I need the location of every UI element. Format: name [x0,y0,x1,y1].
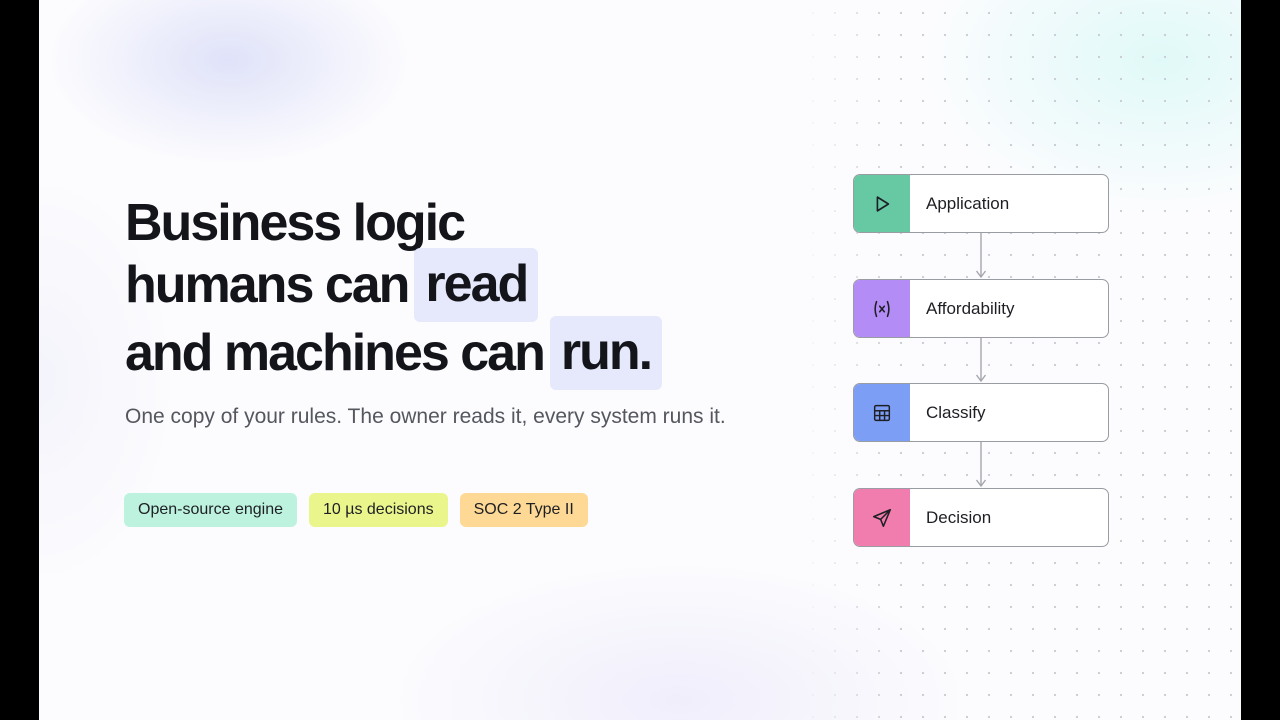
flow-node-application-icon-box [854,175,910,232]
headline-line-2-text: humans can [125,256,410,314]
flow-arrow-2 [975,338,987,383]
flow-node-decision-icon-box [854,489,910,546]
badge-open-source: Open-source engine [124,493,297,527]
flow-arrow-3 [975,442,987,488]
highlight-read: read [414,248,539,322]
badge-decisions-speed: 10 µs decisions [308,493,448,527]
flow-node-decision-label: Decision [926,507,992,527]
send-icon [872,508,892,527]
table-icon [873,404,891,421]
flow-node-affordability[interactable]: Affordability [853,279,1109,338]
dot-grid-background [799,0,1241,720]
hero-subtitle: One copy of your rules. The owner reads … [125,405,726,428]
flow-node-classify-icon-box [854,384,910,441]
headline-line-3-text: and machines can [125,324,546,382]
badge-soc2: SOC 2 Type II [459,493,588,527]
flow-node-classify[interactable]: Classify [853,383,1109,442]
function-icon [874,300,890,317]
flow-node-decision[interactable]: Decision [853,488,1109,547]
flow-node-application[interactable]: Application [853,174,1109,233]
flow-node-classify-label: Classify [926,402,986,422]
flow-node-application-label: Application [926,193,1010,213]
headline-line-1: Business logic [125,194,466,252]
flow-node-affordability-label: Affordability [926,298,1015,318]
play-icon [876,195,890,212]
highlight-run: run. [549,316,663,390]
feature-badges: Open-source engine 10 µs decisions SOC 2… [124,493,588,527]
flow-arrow-1 [975,233,987,279]
flow-node-affordability-icon-box [854,280,910,337]
